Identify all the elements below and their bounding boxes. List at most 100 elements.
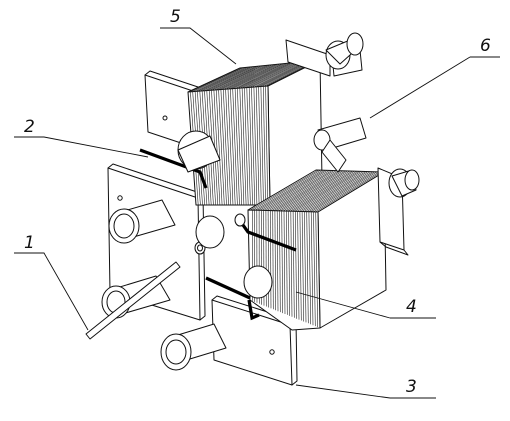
callout-2: 2 (24, 117, 35, 137)
fin-line (278, 170, 346, 212)
fin-line (261, 170, 330, 211)
fin-line (313, 171, 380, 213)
fin-line (246, 61, 299, 88)
fin-line (227, 88, 234, 206)
fin-line (270, 210, 272, 309)
fin-line (244, 62, 297, 89)
fin-line (192, 67, 245, 92)
fin-line (241, 87, 247, 206)
fin-line (265, 86, 269, 206)
fin-line (253, 61, 307, 88)
leader-2 (14, 136, 149, 158)
fin-line (248, 87, 253, 206)
fin-line (288, 211, 290, 316)
fin-line (306, 211, 309, 324)
fin-line (275, 170, 344, 212)
fin-line (220, 89, 227, 206)
tube-sheet-plate (211, 295, 298, 386)
fin-line (234, 63, 288, 89)
fin-line (313, 211, 316, 327)
fin-line (232, 88, 238, 206)
fin-line (286, 211, 288, 315)
fin-line (213, 65, 267, 91)
central-fitting (313, 117, 367, 173)
fin-line (218, 64, 271, 90)
fin-line (218, 89, 225, 206)
fin-line (315, 211, 318, 328)
fin-line (251, 61, 304, 88)
fin-line (244, 87, 249, 206)
leader-4 (295, 291, 436, 319)
callout-5: 5 (170, 7, 181, 27)
fin-line (297, 211, 300, 320)
fin-line (282, 170, 351, 212)
fin-line (292, 211, 295, 318)
fin-line (310, 211, 314, 326)
fin-line (292, 171, 360, 212)
callout-1: 1 (24, 233, 35, 253)
fin-line (279, 210, 281, 313)
fin-line (232, 63, 285, 89)
fin-line (220, 64, 274, 90)
fin-line (216, 64, 269, 91)
fin-line (199, 66, 252, 92)
fin-line (215, 89, 223, 206)
fin-line (201, 66, 255, 92)
fin-line (227, 63, 281, 90)
fin-line (249, 61, 302, 88)
fin-line (253, 87, 258, 206)
fin-line (254, 169, 323, 211)
fin-line (225, 89, 232, 206)
fin-line (266, 170, 335, 211)
fin-line (294, 171, 362, 212)
fin-line (197, 66, 250, 92)
fin-line (289, 170, 357, 212)
probe-rod (85, 261, 181, 340)
fin-line (250, 169, 319, 211)
fin-line (274, 210, 277, 311)
leader-5 (160, 27, 237, 65)
fin-line (257, 170, 326, 211)
fin-line (213, 90, 221, 206)
fin-line (315, 171, 382, 213)
fin-line (259, 170, 328, 211)
fin-line (296, 171, 364, 212)
upper-fin-block (187, 59, 323, 206)
fin-line (308, 171, 376, 212)
fin-line (299, 211, 302, 321)
fin-line (239, 62, 292, 89)
fin-line (301, 211, 304, 322)
fin-line (225, 63, 278, 90)
fin-line (268, 170, 337, 211)
leader-6 (369, 56, 500, 119)
fin-line (223, 64, 276, 90)
fin-line (310, 171, 378, 213)
callout-6: 6 (480, 36, 491, 56)
fin-line (276, 210, 279, 312)
fin-line (295, 211, 297, 319)
callout-4: 4 (406, 297, 417, 317)
fin-line (246, 87, 251, 206)
fin-line (285, 170, 353, 212)
fin-line (223, 89, 229, 206)
fin-line (306, 171, 373, 212)
fin-line (204, 66, 257, 92)
fin-line (290, 211, 293, 317)
fin-line (211, 65, 264, 91)
fin-line (194, 67, 248, 92)
fin-line (190, 67, 243, 93)
fin-line (209, 65, 262, 91)
fin-line (252, 169, 321, 211)
fin-line (251, 87, 256, 206)
fin-line (255, 86, 260, 206)
fin-line (264, 170, 333, 211)
fin-line (230, 63, 283, 90)
fin-line (237, 62, 290, 89)
leader-lines (14, 27, 500, 399)
fin-line (281, 210, 283, 314)
fin-line (234, 88, 240, 206)
fin-line (230, 88, 236, 206)
callout-3: 3 (406, 377, 417, 397)
